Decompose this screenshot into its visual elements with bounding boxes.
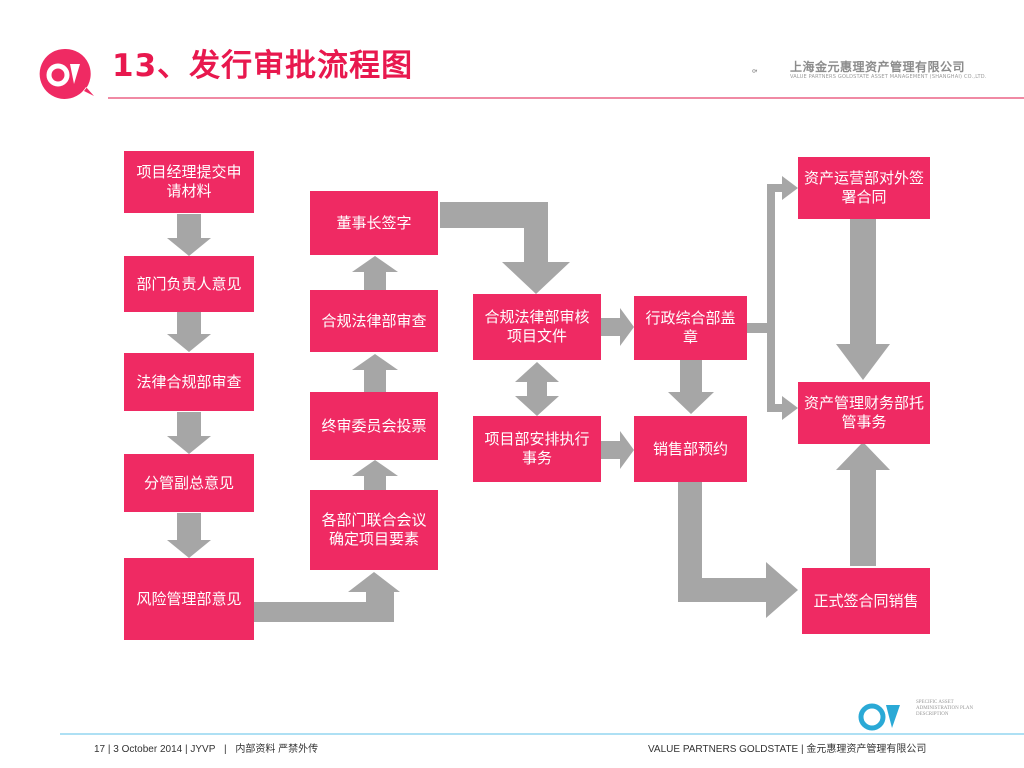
branch-vertical xyxy=(767,184,775,412)
step-department-head-opinion: 部门负责人意见 xyxy=(124,256,254,312)
step-legal-compliance-review: 法律合规部审查 xyxy=(124,353,254,411)
step-admin-seal: 行政综合部盖章 xyxy=(634,296,747,360)
arrow-s10-s11 xyxy=(515,362,559,416)
arrow-up-s8-s9 xyxy=(352,256,398,290)
step-chairman-sign: 董事长签字 xyxy=(310,191,438,255)
arrow-up-s6-s7 xyxy=(352,460,398,490)
arrow-up-s7-s8 xyxy=(352,354,398,392)
footer-confidential: 内部资料 严禁外传 xyxy=(235,744,319,755)
company-logo-icon xyxy=(752,69,758,73)
footer-divider xyxy=(60,733,1024,735)
arrow-s5-s6 xyxy=(254,572,400,622)
arrow-s9-s10 xyxy=(440,202,570,294)
page-title: 13、发行审批流程图 xyxy=(112,48,414,84)
arrow-s13-s16 xyxy=(678,482,798,618)
arrow-s10-s12 xyxy=(601,308,634,346)
step-joint-meeting: 各部门联合会议确定项目要素 xyxy=(310,490,438,570)
arrow-s12-s13 xyxy=(668,360,714,414)
arrow-s14-s15 xyxy=(836,218,890,380)
footer-company: VALUE PARTNERS GOLDSTATE | 金元惠理资产管理有限公司 xyxy=(648,744,927,755)
header-divider xyxy=(108,97,1024,99)
step-risk-management-opinion: 风险管理部意见 xyxy=(124,558,254,640)
footer-left: 17 | 3 October 2014 | JYVP | 内部资料 严禁外传 xyxy=(94,740,318,755)
arrow-s16-s15 xyxy=(836,442,890,566)
arrow-down-s4-s5 xyxy=(167,513,211,558)
step-compliance-document-review: 合规法律部审核项目文件 xyxy=(473,294,601,360)
footer-separator: | xyxy=(223,744,227,755)
step-deputy-gm-opinion: 分管副总意见 xyxy=(124,454,254,512)
step-project-dept-execution: 项目部安排执行事务 xyxy=(473,416,601,482)
step-formal-contract-sales: 正式签合同销售 xyxy=(802,568,930,634)
company-name-en: VALUE PARTNERS GOLDSTATE ASSET MANAGEMEN… xyxy=(790,74,987,80)
step-asset-operations-sign: 资产运营部对外签署合同 xyxy=(798,157,930,219)
step-project-manager-submit: 项目经理提交申请材料 xyxy=(124,151,254,213)
arrow-branch-s15 xyxy=(767,396,798,420)
arrow-down-s3-s4 xyxy=(167,412,211,454)
footer-logo-icon xyxy=(858,703,900,731)
arrow-down-s2-s3 xyxy=(167,312,211,352)
step-compliance-legal-review: 合规法律部审查 xyxy=(310,290,438,352)
arrow-s11-s13 xyxy=(601,431,634,469)
footer-logo-text: SPECIFIC ASSET ADMINISTRATION PLAN DESCR… xyxy=(916,700,974,717)
brand-logo-icon xyxy=(39,48,94,99)
arrow-branch-s14 xyxy=(767,176,798,200)
step-sales-appointment: 销售部预约 xyxy=(634,416,747,482)
arrow-down-s1-s2 xyxy=(167,214,211,256)
company-name-cn: 上海金元惠理资产管理有限公司 xyxy=(790,60,966,74)
page-number: 17 xyxy=(94,744,106,755)
step-final-committee-vote: 终审委员会投票 xyxy=(310,392,438,460)
branch-stem xyxy=(747,323,769,333)
footer-date-author: | 3 October 2014 | JYVP xyxy=(107,744,216,755)
step-asset-finance-custody: 资产管理财务部托管事务 xyxy=(798,382,930,444)
